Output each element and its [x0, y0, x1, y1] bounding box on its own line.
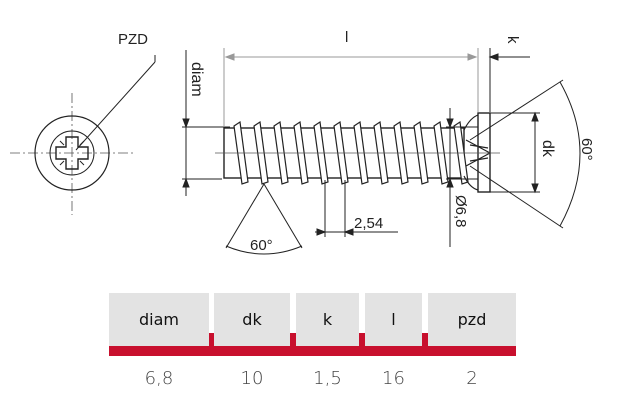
outer-diameter-dimension [446, 108, 478, 247]
header-k: k [296, 293, 359, 346]
head-diameter-dimension [490, 111, 540, 194]
table-accent-bar [109, 346, 516, 356]
pitch-label: 2,54 [354, 215, 383, 232]
length-label: l [345, 29, 348, 46]
header-divider [359, 333, 365, 346]
value-diam: 6,8 [144, 367, 174, 389]
pozidriv-head-front-view [10, 55, 156, 215]
value-l: 16 [382, 367, 405, 389]
head-angle-label: 60° [578, 138, 595, 161]
diameter-label: diam [188, 62, 205, 97]
header-l: l [365, 293, 422, 346]
header-divider [209, 333, 214, 346]
head-angle-dimension [469, 79, 581, 229]
thread-angle-dimension [225, 183, 303, 255]
head-diameter-label: dk [539, 140, 556, 158]
outer-diameter-label: Ø6,8 [452, 195, 469, 228]
thread-angle-label: 60° [250, 237, 273, 254]
screw-side-view [215, 112, 500, 193]
value-k: 1,5 [313, 367, 342, 389]
pitch-dimension [315, 180, 398, 237]
header-divider [290, 333, 296, 346]
diameter-dimension [182, 50, 230, 196]
header-pzd: pzd [428, 293, 516, 346]
header-diam: diam [109, 293, 209, 346]
value-dk: 10 [240, 367, 264, 389]
screw-technical-drawing: PZD l k diam [10, 29, 595, 255]
header-dk: dk [214, 293, 290, 346]
header-divider [422, 333, 428, 346]
value-pzd: 2 [466, 367, 478, 389]
pzd-label: PZD [118, 31, 148, 48]
length-dimension [223, 48, 530, 126]
head-height-label: k [504, 36, 521, 44]
